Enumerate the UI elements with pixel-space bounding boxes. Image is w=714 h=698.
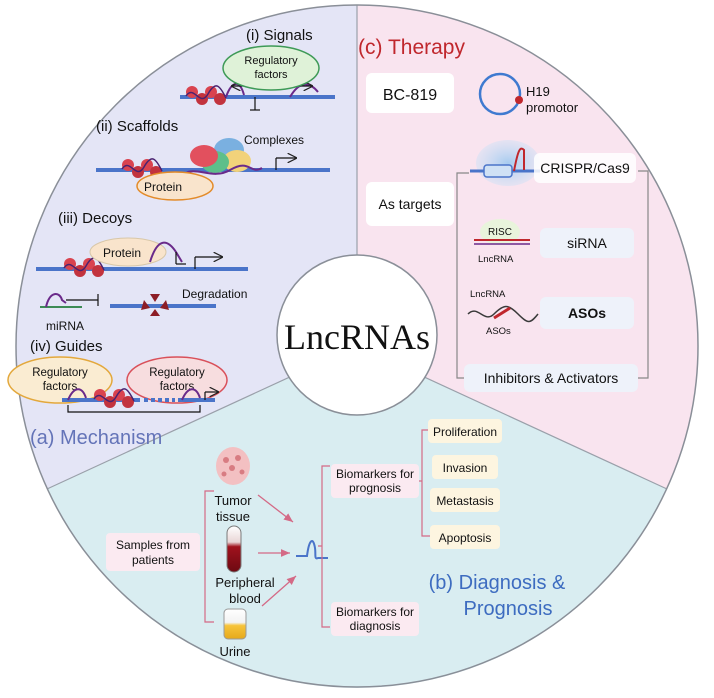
complex-red: [190, 145, 218, 167]
lncrna-label-2: LncRNA: [470, 289, 506, 300]
complexes-label: Complexes: [244, 133, 304, 147]
decoys-title: (iii) Decoys: [58, 210, 132, 227]
prognosis-text: Biomarkers for: [336, 467, 414, 481]
sirna-text: siRNA: [567, 235, 607, 251]
samples-text-2: patients: [132, 553, 174, 567]
scaffolds-title: (ii) Scaffolds: [96, 118, 178, 135]
signals-regulatory-ellipse: [222, 45, 320, 91]
diagnosis-text-2: diagnosis: [350, 619, 401, 633]
lncrna-label-1: LncRNA: [478, 254, 514, 265]
diagnosis-panel: Tumor tissue Peripheral blood Urine Samp…: [106, 419, 566, 659]
apoptosis-box: [430, 525, 500, 549]
asos-box: [540, 297, 634, 329]
diagnosis-heading-2: Prognosis: [464, 598, 553, 620]
risc-ellipse: [480, 219, 520, 245]
proliferation-box: [428, 419, 502, 443]
prognosis-box: [331, 464, 419, 498]
outer-ring: [15, 4, 699, 688]
urine-tube-icon: [223, 608, 247, 640]
mechanism-heading: (a) Mechanism: [30, 427, 162, 449]
as-targets-text: As targets: [378, 196, 441, 212]
signals-regulatory-text-2: factors: [254, 69, 288, 81]
blood-text-2: blood: [229, 591, 261, 606]
blood-text: Peripheral: [215, 575, 274, 590]
guides-title: (iv) Guides: [30, 338, 103, 355]
scaffold-protein-text: Protein: [144, 180, 182, 194]
apoptosis-text: Apoptosis: [439, 531, 492, 545]
h19-text-2: promotor: [526, 100, 579, 115]
scaffold-protein-ellipse: [136, 171, 214, 201]
bc819-text: BC-819: [383, 87, 437, 104]
diagnosis-text: Biomarkers for: [336, 605, 414, 619]
guides-reg1-text-2: factors: [43, 381, 78, 393]
asos-text: ASOs: [568, 305, 606, 321]
diagnosis-box: [331, 602, 419, 636]
crispr-box: [534, 153, 636, 183]
signals-regulatory-text: Regulatory: [244, 55, 298, 67]
blood-tube-icon: [226, 525, 242, 573]
samples-text: Samples from: [116, 538, 190, 552]
prognosis-text-2: prognosis: [349, 481, 401, 495]
h19-text: H19: [526, 84, 550, 99]
signals-title: (i) Signals: [246, 27, 313, 44]
diagnosis-heading: (b) Diagnosis &: [429, 572, 566, 594]
urine-text: Urine: [219, 644, 250, 659]
asos-small-label: ASOs: [486, 326, 511, 337]
mirna-label: miRNA: [46, 319, 84, 333]
targets-bracket: [456, 172, 469, 379]
inhibitors-text: Inhibitors & Activators: [484, 370, 619, 386]
guides-regulatory-ellipse-1: [7, 356, 113, 404]
degradation-icon: [141, 294, 169, 316]
samples-box: [106, 533, 200, 571]
proliferation-text: Proliferation: [433, 425, 497, 439]
center-title: LncRNAs: [284, 317, 430, 357]
metastasis-text: Metastasis: [436, 494, 493, 508]
guides-reg1-text: Regulatory: [32, 367, 88, 379]
therapy-panel: (c) Therapy BC-819 H19 promotor As targe…: [358, 36, 649, 392]
as-targets-box: [366, 182, 454, 226]
therapy-heading: (c) Therapy: [358, 36, 465, 59]
guides-regulatory-ellipse-2: [126, 356, 228, 404]
chromatin-icon: [185, 85, 227, 105]
tumor-text-2: tissue: [216, 509, 250, 524]
guides-reg2-text: Regulatory: [149, 367, 205, 379]
mechanism-panel: (i) Signals Regulatory factors (ii) Scaf…: [7, 27, 335, 449]
crispr-text: CRISPR/Cas9: [540, 160, 630, 176]
diagnosis-sector: [47, 346, 667, 688]
decoy-protein-text: Protein: [103, 246, 141, 260]
decoy-protein-ellipse: [89, 237, 167, 267]
invasion-text: Invasion: [443, 461, 488, 475]
metastasis-box: [430, 488, 500, 512]
chromatin-icon-3: [63, 257, 105, 277]
lncrna-squiggle-icon: [296, 540, 328, 560]
degradation-label: Degradation: [182, 287, 247, 301]
tumor-tissue-icon: [216, 447, 250, 485]
risc-text: RISC: [488, 227, 512, 238]
chromatin-icon-4: [93, 388, 135, 408]
tumor-text: Tumor: [214, 493, 252, 508]
center-circle: [276, 254, 438, 416]
invasion-box: [432, 455, 498, 479]
bc819-box: [366, 73, 454, 113]
guides-reg2-text-2: factors: [160, 381, 195, 393]
chromatin-icon-2: [121, 158, 163, 178]
inhibitors-box: [464, 364, 638, 392]
sirna-box: [540, 228, 634, 258]
h19-plasmid-icon: [478, 72, 522, 116]
